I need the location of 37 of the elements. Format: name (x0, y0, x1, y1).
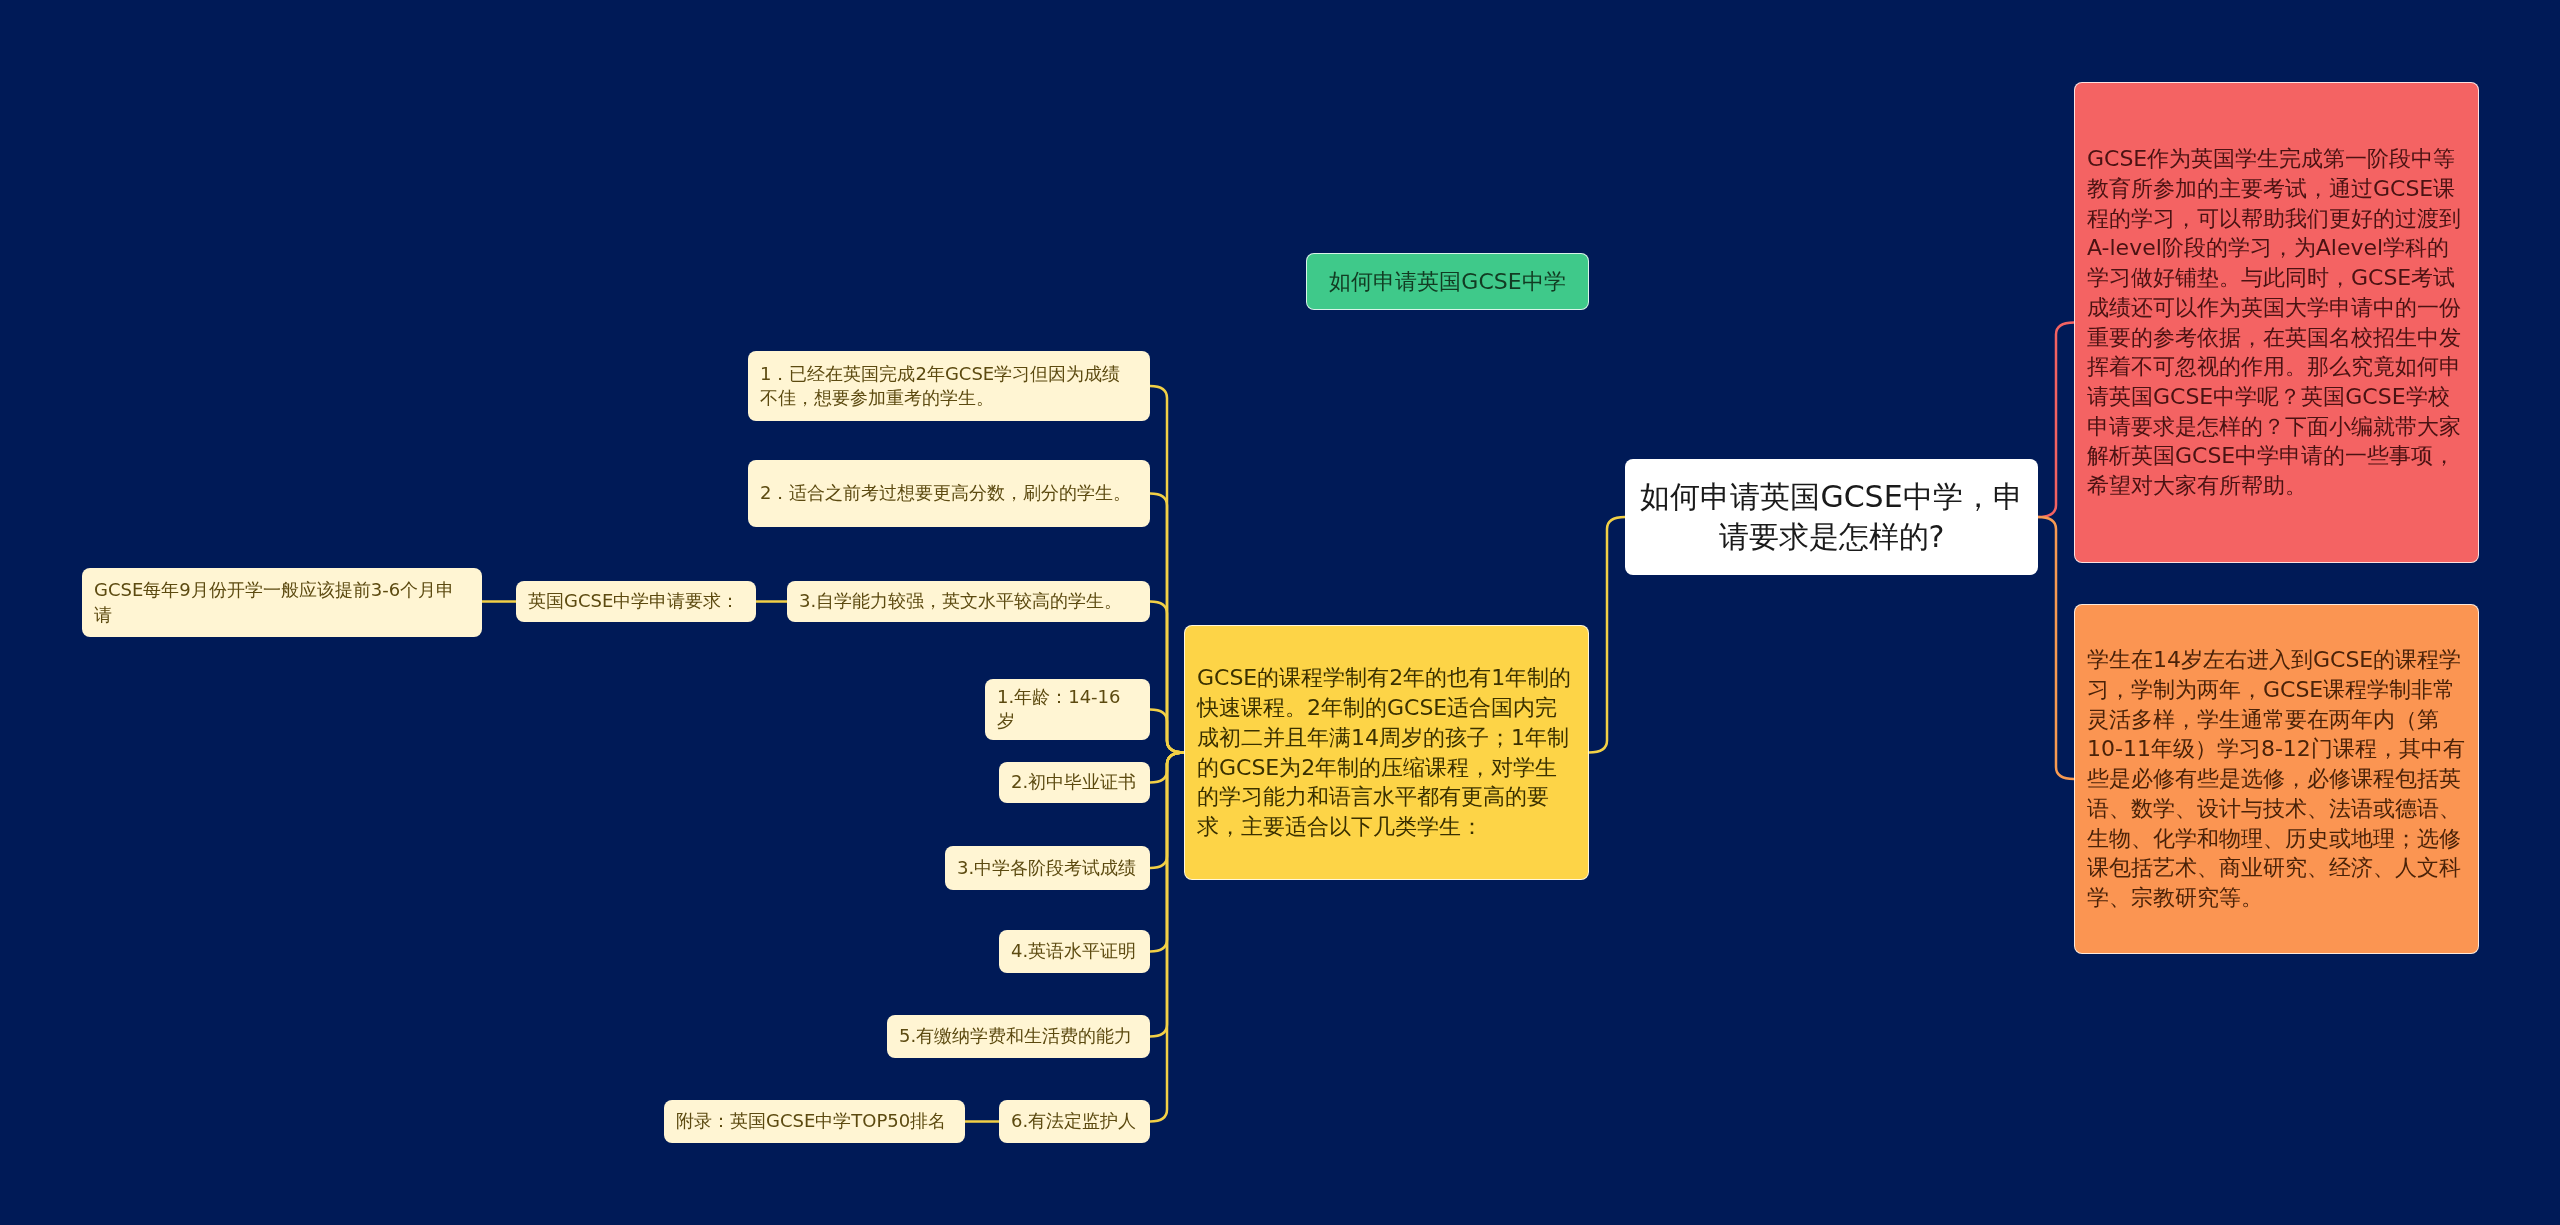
leaf-box (887, 1015, 1150, 1058)
topic-text: 学生在14岁左右进入到GCSE的课程学习，学制为两年，GCSE课程学制非常灵活多样，学生通常要在两年内（第10-11年级）学习8-12门课程，其中有些是必修有些是选修，必修课程包括英语、数学、设计与技术、法语或德语、生物、化学和物理、历史或地理；选修课包括艺术、商业研究、经济、人文科学、宗教研究等。 (2087, 646, 2466, 912)
connector-line (756, 600, 787, 603)
topic-text: 2.初中毕业证书 (1011, 770, 1138, 795)
leaf-box (787, 581, 1150, 622)
topic-text: 6.有法定监护人 (1011, 1109, 1138, 1134)
leaf-box (516, 581, 756, 622)
leaf-box (748, 351, 1150, 421)
topic-box (1184, 625, 1589, 880)
topic-text: 如何申请英国GCSE中学，申请要求是怎样的? (1639, 477, 2024, 556)
topic-text: 1.年龄：14-16岁 (997, 685, 1122, 734)
central-topic-box (1625, 459, 2038, 575)
topic-text: 5.有缴纳学费和生活费的能力 (899, 1024, 1134, 1049)
topic-text: GCSE每年9月份开学一般应该提前3-6个月申请 (94, 578, 456, 627)
title-box (1306, 253, 1589, 310)
leaf-box (985, 679, 1150, 740)
topic-text: 3.中学各阶段考试成绩 (957, 855, 1138, 880)
leaf-box (82, 568, 482, 637)
topic-text: 2．适合之前考过想要更高分数，刷分的学生。 (760, 481, 1133, 506)
topic-text: 英国GCSE中学申请要求： (528, 589, 741, 614)
topic-text: 附录：英国GCSE中学TOP50排名 (676, 1109, 948, 1134)
topic-text: 3.自学能力较强，英文水平较高的学生。 (799, 589, 1124, 614)
topic-text: GCSE作为英国学生完成第一阶段中等教育所参加的主要考试，通过GCSE课程的学习，可以帮助我们更好的过渡到A-level阶段的学习，为Alevel学科的学习做好铺垫。与此同时，GCSE考试成绩还可以作为英国大学申请中的一份重要的参考依据，在英国名校招生中发挥着不可忽视的作用。那么究竟如何申请英国GCSE中学呢？英国GCSE学校申请要求是怎样的？下面小编就带大家解析英国GCSE中学申请的一些事项，希望对大家有所帮助。 (2087, 145, 2462, 500)
leaf-box (748, 460, 1150, 527)
leaf-box (945, 846, 1150, 890)
topic-box (2074, 82, 2479, 563)
leaf-box (664, 1100, 965, 1143)
connector-line (482, 600, 516, 603)
connector-line (965, 1120, 999, 1123)
leaf-box (999, 1100, 1150, 1143)
leaf-box (999, 762, 1150, 803)
leaf-box (999, 930, 1150, 973)
topic-text: GCSE的课程学制有2年的也有1年制的快速课程。2年制的GCSE适合国内完成初二并且年满14周岁的孩子；1年制的GCSE为2年制的压缩课程，对学生的学习能力和语言水平都有更高的要求，主要适合以下几类学生： (1197, 664, 1573, 841)
topic-box (2074, 604, 2479, 954)
topic-text: 如何申请英国GCSE中学 (1328, 267, 1567, 296)
topic-text: 1．已经在英国完成2年GCSE学习但因为成绩不佳，想要参加重考的学生。 (760, 361, 1122, 410)
topic-text: 4.英语水平证明 (1011, 939, 1138, 964)
